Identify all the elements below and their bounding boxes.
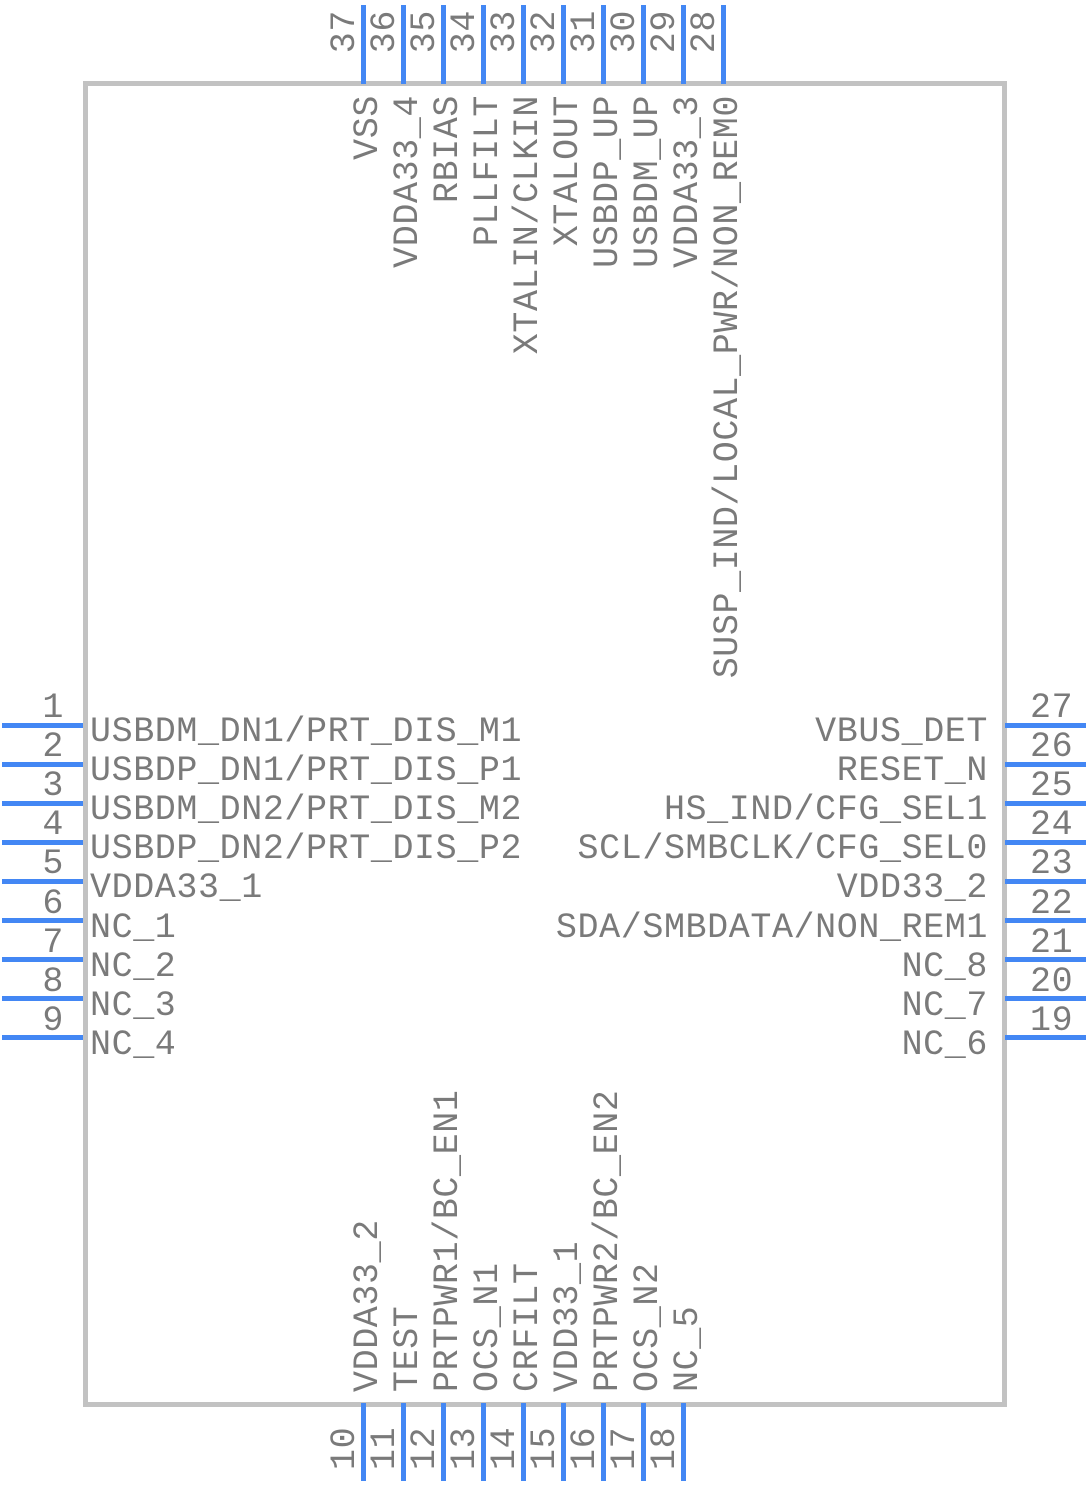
- pin-32-line: [560, 5, 566, 84]
- pin-6-number: 6: [42, 883, 64, 924]
- pin-36-label: VDDA33_4: [388, 95, 429, 268]
- pin-29-line: [680, 5, 686, 84]
- pin-29-label: VDDA33_3: [668, 95, 709, 268]
- pin-16-label: PRTPWR2/BC_EN2: [588, 1089, 629, 1392]
- pin-24-line: [1005, 839, 1086, 845]
- pin-5-label: VDDA33_1: [90, 868, 263, 909]
- pin-3-line: [2, 800, 83, 806]
- pin-21-label: NC_8: [901, 946, 988, 987]
- pin-31-label: USBDP_UP: [588, 95, 629, 268]
- pin-30-line: [640, 5, 646, 84]
- pin-18-line: [680, 1403, 686, 1481]
- pin-28-line: [720, 5, 726, 84]
- pin-26-number: 26: [1030, 727, 1074, 768]
- pin-22-label: SDA/SMBDATA/NON_REM1: [555, 907, 988, 948]
- pin-1-line: [2, 722, 83, 728]
- pin-20-label: NC_7: [901, 985, 988, 1026]
- pin-14-line: [520, 1403, 526, 1481]
- pin-24-number: 24: [1030, 805, 1074, 846]
- pin-27-line: [1005, 722, 1086, 728]
- pin-9-label: NC_4: [90, 1024, 177, 1065]
- pin-35-label: RBIAS: [428, 95, 469, 204]
- pin-1-number: 1: [42, 688, 64, 728]
- pin-25-line: [1005, 800, 1086, 806]
- pin-22-line: [1005, 918, 1086, 923]
- pin-7-number: 7: [42, 922, 64, 963]
- pin-1-label: USBDM_DN1/PRT_DIS_M1: [90, 712, 523, 752]
- pin-32-label: XTALOUT: [548, 95, 589, 247]
- pin-25-number: 25: [1030, 766, 1074, 807]
- pin-34-line: [480, 5, 486, 84]
- pin-28-label: SUSP_IND/LOCAL_PWR/NON_REM0: [708, 95, 749, 679]
- pin-24-label: SCL/SMBCLK/CFG_SEL0: [577, 829, 988, 870]
- pin-13-line: [480, 1403, 486, 1481]
- pin-17-line: [640, 1403, 646, 1481]
- pin-13-label: OCS_N1: [468, 1262, 509, 1392]
- pin-26-line: [1005, 761, 1086, 767]
- pin-9-line: [2, 1035, 83, 1041]
- pin-4-line: [2, 839, 83, 845]
- pin-6-line: [2, 918, 83, 923]
- pin-20-number: 20: [1030, 961, 1074, 1002]
- pin-15-label: VDD33_1: [548, 1240, 589, 1392]
- pin-8-number: 8: [42, 961, 64, 1002]
- pin-22-number: 22: [1030, 883, 1074, 924]
- pin-12-line: [440, 1403, 446, 1481]
- pin-14-label: CRFILT: [508, 1262, 549, 1392]
- pin-18-label: NC_5: [668, 1305, 709, 1392]
- pin-20-line: [1005, 996, 1086, 1002]
- pin-23-number: 23: [1030, 844, 1074, 885]
- pin-25-label: HS_IND/CFG_SEL1: [663, 790, 988, 831]
- pin-5-line: [2, 878, 83, 884]
- pin-23-label: VDD33_2: [836, 868, 988, 909]
- pin-8-label: NC_3: [90, 985, 177, 1026]
- pin-9-number: 9: [42, 1000, 64, 1041]
- pin-34-label: PLLFILT: [468, 95, 509, 247]
- pin-2-number: 2: [42, 727, 64, 768]
- pin-15-line: [560, 1403, 566, 1481]
- pin-16-line: [600, 1403, 606, 1481]
- chip-body: [83, 81, 1007, 1407]
- pin-23-line: [1005, 878, 1086, 884]
- pin-12-label: PRTPWR1/BC_EN1: [428, 1089, 469, 1392]
- pin-35-line: [440, 5, 446, 84]
- pin-31-line: [600, 5, 606, 84]
- pin-36-line: [400, 5, 406, 84]
- pin-21-line: [1005, 957, 1086, 963]
- pin-5-number: 5: [42, 844, 64, 885]
- pin-2-line: [2, 761, 83, 767]
- pin-3-number: 3: [42, 766, 64, 807]
- pin-26-label: RESET_N: [836, 751, 988, 792]
- pin-19-label: NC_6: [901, 1024, 988, 1065]
- pin-21-number: 21: [1030, 922, 1074, 963]
- pin-19-number: 19: [1030, 1000, 1074, 1041]
- pin-4-label: USBDP_DN2/PRT_DIS_P2: [90, 829, 523, 870]
- pin-17-label: OCS_N2: [628, 1262, 669, 1392]
- pin-33-line: [520, 5, 526, 84]
- pin-27-label: VBUS_DET: [815, 712, 988, 752]
- pin-19-line: [1005, 1035, 1086, 1041]
- pin-10-label: VDDA33_2: [348, 1219, 389, 1392]
- pin-6-label: NC_1: [90, 907, 177, 948]
- pin-7-label: NC_2: [90, 946, 177, 987]
- pin-10-line: [360, 1403, 366, 1481]
- pin-30-label: USBDM_UP: [628, 95, 669, 268]
- pin-33-label: XTALIN/CLKIN: [508, 95, 549, 355]
- pin-7-line: [2, 957, 83, 963]
- pin-3-label: USBDM_DN2/PRT_DIS_M2: [90, 790, 523, 831]
- pin-11-line: [400, 1403, 406, 1481]
- pin-11-label: TEST: [388, 1305, 429, 1392]
- pin-37-line: [360, 5, 366, 84]
- pin-37-label: VSS: [348, 95, 389, 160]
- pin-8-line: [2, 996, 83, 1002]
- pin-4-number: 4: [42, 805, 64, 846]
- pin-27-number: 27: [1030, 688, 1074, 728]
- pin-2-label: USBDP_DN1/PRT_DIS_P1: [90, 751, 523, 792]
